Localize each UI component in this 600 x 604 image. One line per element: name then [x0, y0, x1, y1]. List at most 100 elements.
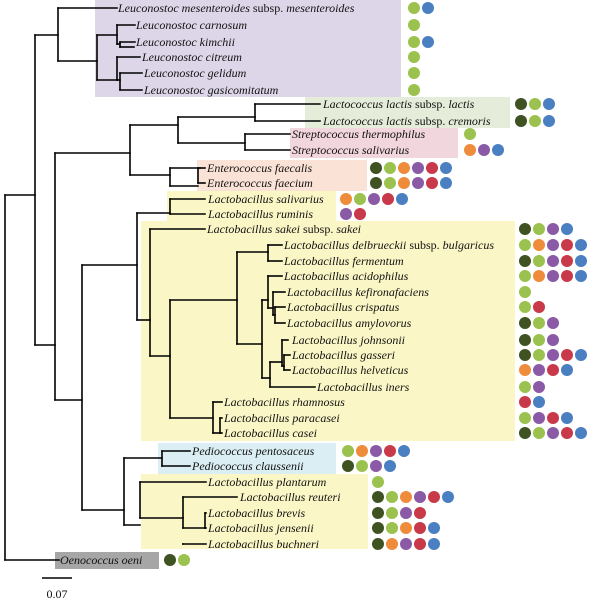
taxon-label-part: Pediococcus pentosaceus [191, 444, 315, 458]
trait-dot-light_green [408, 36, 420, 48]
taxon-label-part: Lactobacillus delbrueckii [283, 238, 406, 252]
trait-dot-blue [442, 491, 454, 503]
trait-dot-light_green [408, 84, 420, 96]
taxon-label-part: Lactobacillus plantarum [207, 475, 327, 489]
taxon-label-t23: Lactobacillus gasseri [291, 348, 395, 362]
taxon-label-t15: Lactobacillus sakei subsp. sakei [206, 222, 361, 236]
trait-dot-purple [547, 255, 559, 267]
taxon-label-t24: Lactobacillus helveticus [291, 363, 409, 377]
trait-dot-red [426, 162, 438, 174]
clade-box-enterococcus-3 [197, 160, 367, 191]
taxon-label-part: subsp. [412, 97, 448, 111]
trait-dot-red [547, 364, 559, 376]
trait-dot-light_green [533, 349, 545, 361]
taxon-label-t11: Enterococcus faecalis [206, 161, 313, 175]
scale-bar-label: 0.07 [47, 587, 68, 601]
trait-dot-light_green [408, 19, 420, 31]
taxon-label-t17: Lactobacillus fermentum [283, 254, 404, 268]
taxon-label-part: Lactobacillus salivarius [207, 192, 324, 206]
taxon-label-part: cremoris [448, 114, 491, 128]
taxon-label-part: Streptococcus salivarius [292, 143, 410, 157]
trait-dot-purple [533, 364, 545, 376]
trait-dot-blue [398, 445, 410, 457]
trait-dot-dark_green [515, 98, 527, 110]
trait-dot-purple [370, 445, 382, 457]
trait-dot-light_green [408, 2, 420, 14]
taxon-label-part: Lactobacillus acidophilus [283, 269, 409, 283]
clade-box-oenococcus-8 [55, 552, 159, 569]
taxon-label-part: lactis [448, 97, 474, 111]
trait-dot-blue [440, 177, 452, 189]
taxon-label-t26: Lactobacillus rhamnosus [223, 395, 345, 409]
scale-bar: 0.07 [42, 577, 72, 601]
trait-dot-blue [440, 162, 452, 174]
taxon-label-t28: Lactobacillus casei [223, 426, 317, 440]
taxon-labels: Leuconostoc mesenteroides subsp. mesente… [60, 1, 494, 567]
trait-dot-purple [370, 460, 382, 472]
trait-dot-light_green [519, 412, 531, 424]
trait-dot-dark_green [372, 538, 384, 550]
taxon-label-t27: Lactobacillus paracasei [223, 411, 340, 425]
trait-dot-orange [400, 491, 412, 503]
clade-box-lactobacillus-7 [141, 474, 368, 549]
trait-dot-purple [547, 334, 559, 346]
taxon-label-part: Lactobacillus paracasei [223, 411, 340, 425]
taxon-label-part: Oenococcus oeni [60, 553, 142, 567]
taxon-label-part: mesenteroides [286, 1, 355, 15]
trait-dot-red [519, 396, 531, 408]
trait-dot-light_green [342, 445, 354, 457]
taxon-label-part: Leuconostoc gasicomitatum [143, 83, 279, 97]
clade-highlight-boxes [55, 0, 515, 569]
trait-dot-blue [384, 460, 396, 472]
trait-dot-blue [543, 115, 555, 127]
taxon-label-part: sakei [336, 222, 361, 236]
trait-dot-blue [533, 396, 545, 408]
trait-dot-red [414, 538, 426, 550]
trait-dot-light_green [529, 115, 541, 127]
trait-dot-blue [575, 270, 587, 282]
trait-dot-light_green [519, 239, 531, 251]
taxon-label-part: Leuconostoc citreum [141, 50, 242, 64]
trait-dot-purple [547, 427, 559, 439]
taxon-label-t31: Lactobacillus plantarum [207, 475, 327, 489]
taxon-label-part: Lactobacillus kefironafaciens [286, 285, 429, 299]
trait-dot-light_green [178, 554, 190, 566]
trait-dot-purple [412, 177, 424, 189]
trait-dot-purple [547, 270, 559, 282]
trait-dot-blue [428, 522, 440, 534]
trait-dot-purple [400, 507, 412, 519]
taxon-label-part: Enterococcus faecalis [206, 161, 313, 175]
trait-dot-light_green [386, 522, 398, 534]
taxon-label-t18: Lactobacillus acidophilus [283, 269, 409, 283]
taxon-label-part: Lactobacillus buchneri [207, 537, 319, 551]
taxon-label-part: Lactobacillus sakei [206, 222, 300, 236]
trait-dot-orange [386, 538, 398, 550]
trait-dot-blue [561, 223, 573, 235]
trait-dot-dark_green [370, 162, 382, 174]
trait-dot-light_green [464, 128, 476, 140]
taxon-label-part: Lactobacillus casei [223, 426, 317, 440]
taxon-label-t12: Enterococcus faecium [206, 176, 313, 190]
trait-dot-light_green [519, 301, 531, 313]
trait-dot-light_green [356, 460, 368, 472]
trait-dot-light_green [372, 476, 384, 488]
taxon-label-part: Leuconostoc kimchii [135, 35, 235, 49]
clade-box-lactobacillus-5 [141, 221, 515, 441]
trait-dot-light_green [384, 177, 396, 189]
trait-dot-red [561, 239, 573, 251]
trait-dot-orange [340, 193, 352, 205]
taxon-label-part: Leuconostoc gelidum [143, 66, 247, 80]
trait-dot-light_green [533, 317, 545, 329]
trait-dot-orange [533, 270, 545, 282]
taxon-label-part: subsp. [250, 1, 286, 15]
trait-dot-light_green [408, 51, 420, 63]
taxon-label-t20: Lactobacillus crispatus [286, 300, 400, 314]
trait-dot-light_green [533, 334, 545, 346]
clade-box-streptococcus-2 [290, 128, 458, 158]
trait-dot-red [428, 491, 440, 503]
trait-dot-red [354, 208, 366, 220]
taxon-label-t30: Pediococcus claussenii [191, 459, 304, 473]
trait-dot-purple [340, 208, 352, 220]
taxon-label-t10: Streptococcus salivarius [292, 143, 410, 157]
